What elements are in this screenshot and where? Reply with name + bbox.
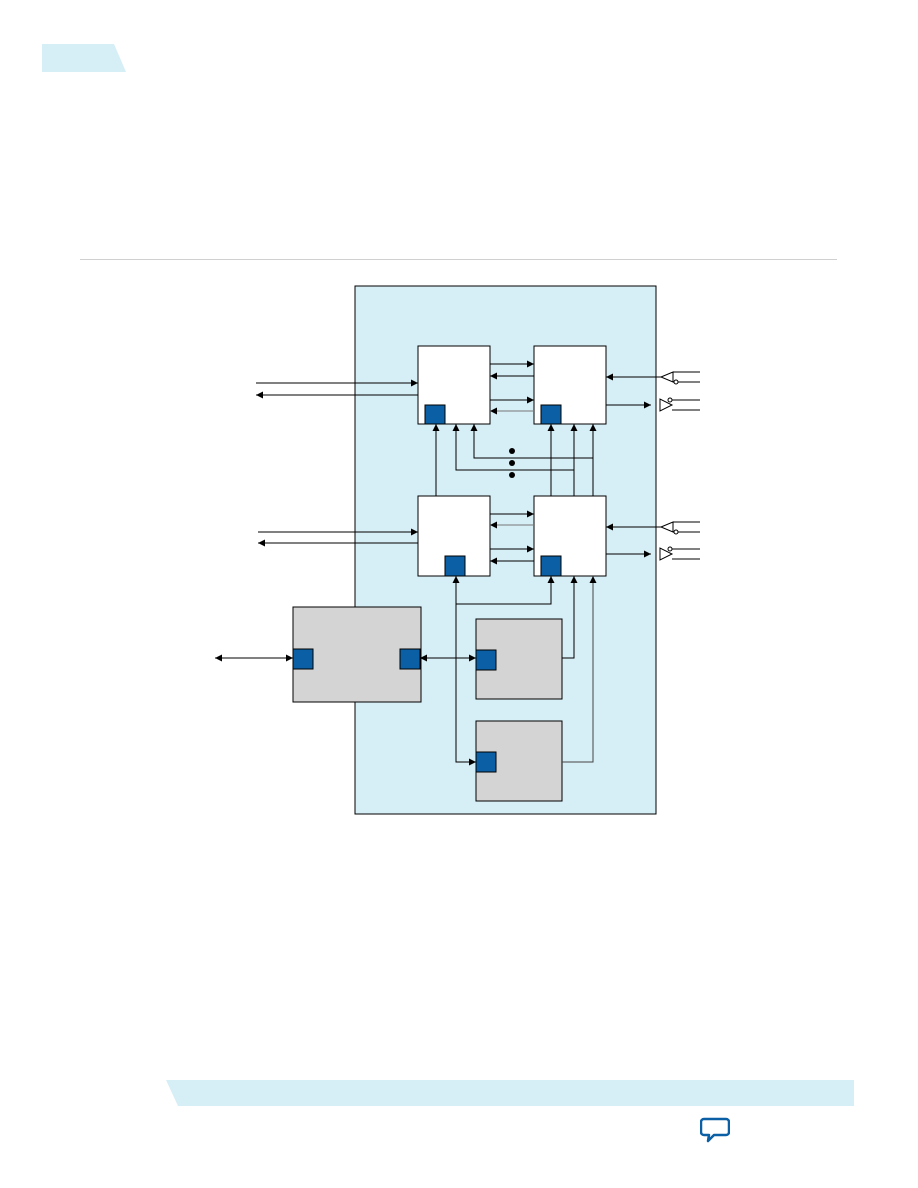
section-divider [80, 259, 837, 260]
port-top-left [424, 404, 446, 425]
port-gray-large-right [399, 648, 421, 670]
port-bottom-right [540, 555, 562, 577]
port-gray-lower [475, 751, 497, 773]
inversion-bubbles [667, 379, 679, 552]
port-bottom-left [444, 555, 466, 577]
continuation-dots [509, 448, 515, 478]
port-gray-large-left [292, 648, 314, 670]
speech-bubble-icon[interactable] [700, 1117, 730, 1143]
header-tab-band [42, 44, 126, 72]
port-top-right [540, 404, 562, 425]
port-gray-upper [475, 649, 497, 671]
connection-lines [215, 360, 700, 766]
footer-band [166, 1080, 854, 1106]
